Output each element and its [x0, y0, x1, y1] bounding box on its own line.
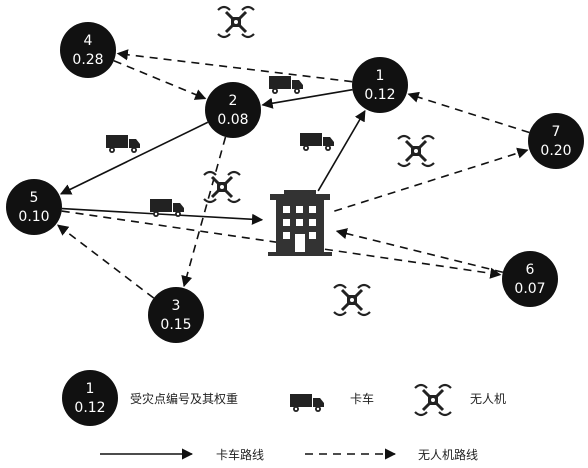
- truck-route-1-to-2: [261, 88, 353, 109]
- depot-building-icon: [268, 190, 332, 256]
- node-id: 1: [376, 68, 385, 84]
- node-weight: 0.28: [72, 52, 103, 68]
- legend-node-sample: 1 0.12: [62, 370, 118, 426]
- drone-route-depot-to-7: [334, 147, 529, 212]
- drone-icon: [413, 383, 453, 417]
- node-2: 2 0.08: [205, 82, 261, 138]
- truck-icon: [300, 133, 334, 151]
- legend-truck-label: 卡车: [350, 391, 374, 406]
- node-weight: 0.20: [540, 143, 571, 159]
- legend: 1 0.12 受灾点编号及其权重 卡车 无人机 卡车路线 无人机路线: [62, 370, 506, 462]
- legend-truck-route-label: 卡车路线: [216, 447, 264, 462]
- node-4: 4 0.28: [60, 22, 116, 78]
- legend-node-label: 受灾点编号及其权重: [130, 391, 238, 406]
- drone-route-2-to-3: [181, 136, 227, 288]
- node-id: 6: [526, 262, 535, 278]
- drone-route-4-to-2: [113, 59, 207, 100]
- drone-route-1-to-4: [116, 49, 353, 83]
- drone-icon: [216, 5, 256, 39]
- node-3: 3 0.15: [148, 287, 204, 343]
- drone-route-7-to-1: [407, 91, 530, 134]
- node-id: 7: [552, 124, 561, 140]
- drone-route-5-to-6: [61, 210, 502, 279]
- drone-route-6-to-depot: [335, 228, 504, 274]
- legend-drone-route-label: 无人机路线: [418, 447, 478, 462]
- truck-icon: [269, 76, 303, 94]
- drone-icon: [396, 134, 436, 168]
- node-id: 5: [30, 190, 39, 206]
- node-weight: 0.07: [514, 281, 545, 297]
- drone-icon: [332, 283, 372, 317]
- truck-icon: [290, 394, 324, 412]
- node-7: 7 0.20: [528, 113, 584, 169]
- legend-node-id: 1: [86, 381, 95, 397]
- legend-drone-label: 无人机: [470, 392, 506, 406]
- truck-route-2-to-5: [59, 121, 209, 195]
- truck-route-depot-to-1: [317, 109, 366, 192]
- node-id: 3: [172, 298, 181, 314]
- node-weight: 0.10: [18, 209, 49, 225]
- truck-icon: [106, 135, 140, 153]
- node-weight: 0.12: [364, 87, 395, 103]
- legend-node-weight: 0.12: [74, 400, 105, 416]
- truck-route-5-to-depot: [61, 207, 264, 225]
- node-id: 4: [84, 33, 93, 49]
- drone-route-3-to-5: [56, 224, 155, 299]
- node-id: 2: [229, 93, 238, 109]
- node-1: 1 0.12: [352, 57, 408, 113]
- node-6: 6 0.07: [502, 251, 558, 307]
- node-weight: 0.15: [160, 317, 191, 333]
- node-weight: 0.08: [217, 112, 248, 128]
- node-5: 5 0.10: [6, 179, 62, 235]
